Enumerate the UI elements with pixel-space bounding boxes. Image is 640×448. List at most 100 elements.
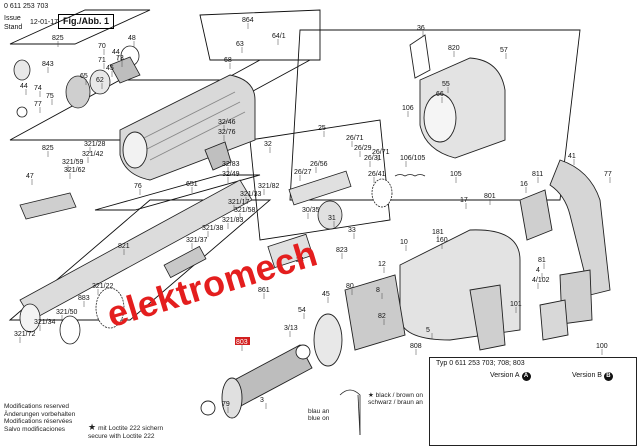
part-number-label: 25 — [318, 125, 326, 132]
part-number-label: 66 — [436, 91, 444, 98]
part-number-label: 80 — [346, 283, 354, 290]
version-a-badge-icon: A — [521, 372, 531, 381]
variant-title: Typ 0 611 253 703; 708; 803 — [436, 360, 525, 367]
part-number-label: 31 — [328, 215, 336, 222]
part-number-label: 26/27 — [294, 169, 312, 176]
modification-notes: Modifications reserved Änderungen vorbeh… — [4, 403, 75, 433]
highlight-marker — [235, 337, 250, 345]
part-number-label: 321/50 — [56, 309, 78, 316]
locking-sleeve — [65, 75, 91, 109]
part-number-label: 4 — [536, 267, 540, 274]
ball-44 — [16, 106, 28, 118]
part-number-label: 36 — [417, 25, 425, 32]
part-number-label: 32/49 — [222, 171, 240, 178]
part-number-label: 181 — [432, 229, 444, 236]
bearing-79 — [200, 400, 216, 416]
part-number-label: 77 — [604, 171, 612, 178]
fan-baffle — [313, 313, 343, 367]
part-number-label: 26/71 — [346, 135, 364, 142]
part-number-label: 26/31 — [364, 155, 382, 162]
part-number-label: 825 — [42, 145, 54, 152]
issue-date: 12-01-17 — [30, 19, 59, 26]
part-number-label: 801 — [484, 193, 496, 200]
part-number-label: 17 — [460, 197, 468, 204]
part-number-label: 44 — [20, 83, 28, 90]
part-number-label: 44 — [112, 49, 120, 56]
part-number-label: 32/76 — [218, 129, 236, 136]
note-line: Modifications réservées — [4, 418, 73, 425]
part-number-label: 26/56 — [310, 161, 328, 168]
part-number-label: 45 — [322, 291, 330, 298]
part-number-label: 82 — [378, 313, 386, 320]
flange-bore — [423, 93, 457, 143]
part-number-label: 12 — [378, 261, 386, 268]
part-number-label: 883 — [78, 295, 90, 302]
part-number-label: 100 — [596, 343, 608, 350]
part-number-label: 8 — [376, 287, 380, 294]
wire-label-line: schwarz / braun an — [368, 399, 423, 406]
part-number-label: 5 — [426, 327, 430, 334]
dust-cap — [13, 59, 31, 81]
chuck-ring — [89, 69, 111, 95]
part-number-label: 65 — [80, 73, 88, 80]
part-number-label: 54 — [298, 307, 306, 314]
striker — [163, 245, 207, 279]
document-number: 0 611 253 703 — [4, 3, 49, 10]
part-number-label: 160 — [436, 237, 448, 244]
part-number-label: 64/1 — [272, 33, 286, 40]
part-number-label: 321/28 — [84, 141, 106, 148]
part-number-label: 73 — [116, 55, 124, 62]
loctite-line-2: secure with Loctite 222 — [88, 432, 155, 440]
part-number-label: 321/22 — [92, 283, 114, 290]
part-number-label: 811 — [532, 171, 543, 178]
tool-shank-47 — [19, 192, 77, 220]
brush-holder — [519, 189, 553, 241]
tube-ring-front — [19, 303, 41, 333]
clutch — [317, 200, 343, 230]
wire-label-blue: blau an blue on — [308, 408, 329, 422]
part-number-label: 321/38 — [202, 225, 224, 232]
part-number-label: 26/41 — [368, 171, 386, 178]
part-number-label: 321/82 — [258, 183, 280, 190]
drive-gear — [371, 178, 393, 208]
document-header: 0 611 253 703 Issue Stand 12-01-17 Fig./… — [4, 2, 154, 42]
part-number-label: 321/37 — [186, 237, 208, 244]
armature-fan — [221, 377, 243, 419]
part-number-label: 843 — [42, 61, 54, 68]
star-icon: ★ — [368, 392, 374, 399]
part-number-label: 651 — [186, 181, 198, 188]
wire-label-line: blau an — [308, 408, 330, 415]
loctite-line-1: mit Loctite 222 sichern — [98, 425, 164, 432]
part-number-label: 821 — [118, 243, 130, 250]
tube-gear — [95, 287, 125, 329]
part-number-label: 106/105 — [400, 155, 425, 162]
part-number-label: 861 — [258, 287, 270, 294]
part-number-label: 808 — [410, 343, 422, 350]
part-number-label: 864 — [242, 17, 254, 24]
part-number-label: 75 — [46, 93, 54, 100]
part-number-label: 101 — [510, 301, 522, 308]
issue-label: Issue Stand — [4, 15, 23, 31]
housing-handle-grip — [469, 284, 506, 351]
part-number-label: 81 — [538, 257, 546, 264]
switch-lever — [204, 141, 232, 171]
spring-block — [394, 174, 426, 177]
wire-label-black-brown: ★ black / brown on schwarz / braun an — [368, 392, 423, 406]
part-number-label: 10 — [400, 239, 408, 246]
part-number-label: 26/71 — [372, 149, 390, 156]
part-number-label: 48 — [128, 35, 136, 42]
gear-housing — [119, 74, 256, 181]
part-number-label: 24 — [296, 257, 304, 264]
part-number-label: 62 — [96, 77, 104, 84]
part-number-label: 30/35 — [302, 207, 320, 214]
part-number-label: 76 — [134, 183, 142, 190]
part-number-label: 71 — [98, 57, 106, 64]
wire-detail — [339, 389, 361, 435]
part-number-label: 3 — [260, 397, 264, 404]
wire-label-line: black / brown on — [375, 392, 423, 399]
part-number-label: 45 — [106, 65, 114, 72]
field-coil — [344, 274, 406, 351]
